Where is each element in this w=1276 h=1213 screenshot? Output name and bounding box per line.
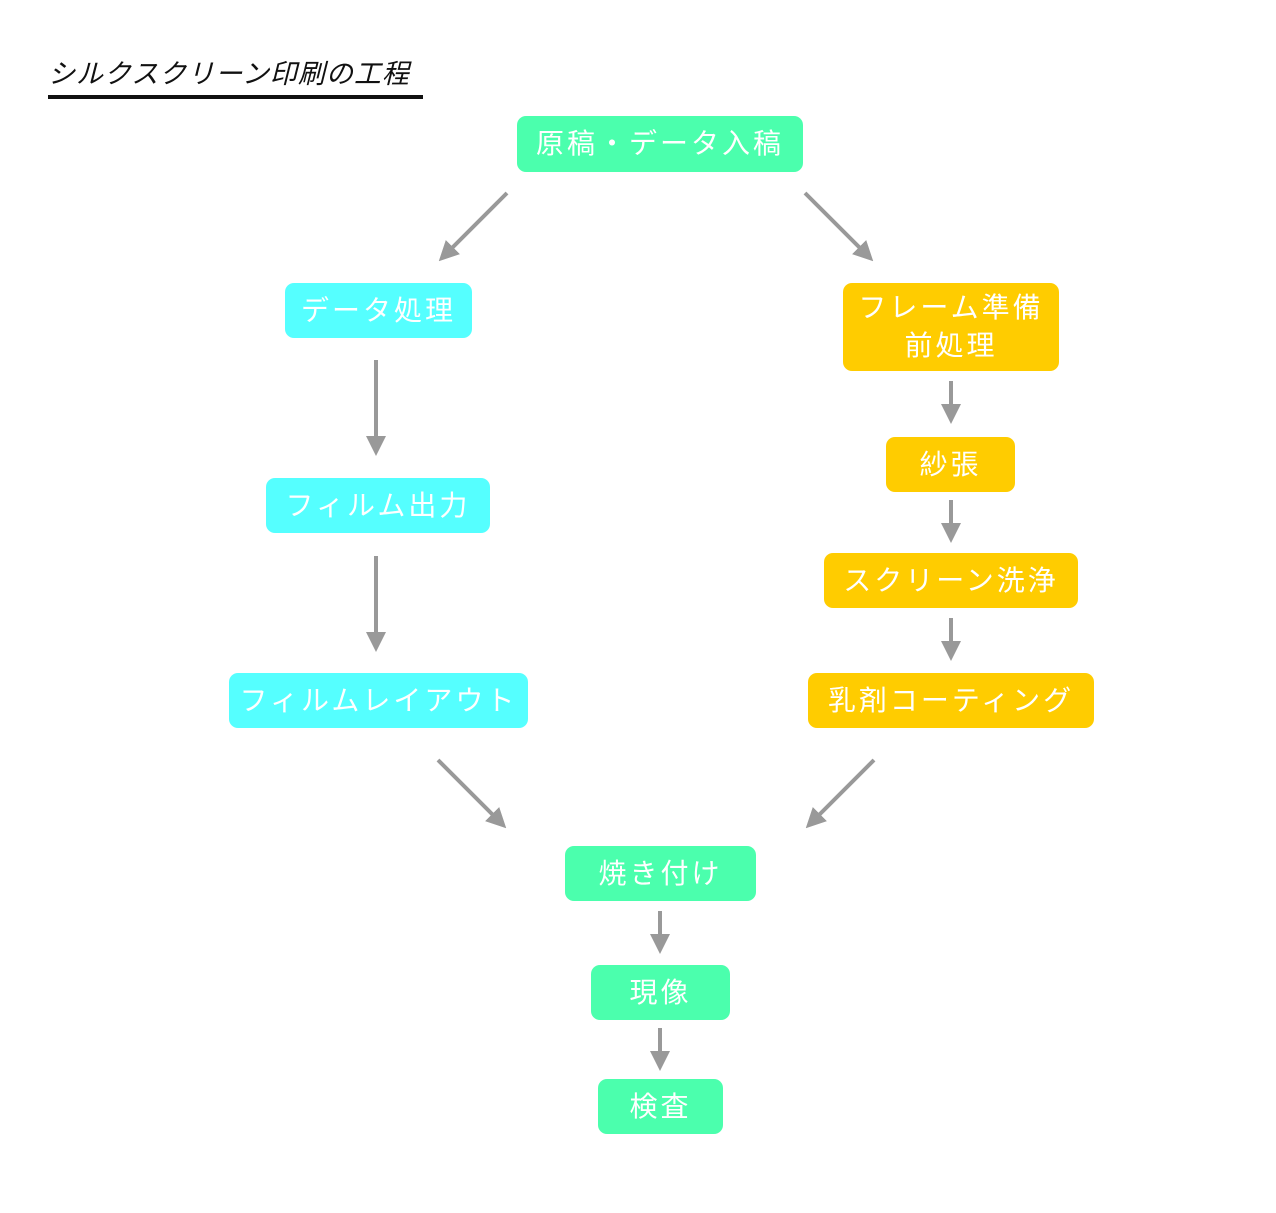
arrow-start-to-frame bbox=[803, 191, 874, 262]
arrow-start-to-data bbox=[438, 191, 509, 262]
node-frame-prep: フレーム準備 前処理 bbox=[843, 283, 1059, 371]
node-development: 現像 bbox=[591, 965, 730, 1020]
node-mesh-stretch: 紗張 bbox=[886, 437, 1015, 492]
diagram-title: シルクスクリーン印刷の工程 bbox=[48, 52, 423, 99]
node-exposure: 焼き付け bbox=[565, 846, 756, 901]
node-film-output: フィルム出力 bbox=[266, 478, 490, 533]
node-inspection: 検査 bbox=[598, 1079, 723, 1134]
arrow-emulsion-to-exposure bbox=[805, 758, 876, 829]
node-screen-wash: スクリーン洗浄 bbox=[824, 553, 1078, 608]
node-data-processing: データ処理 bbox=[285, 283, 472, 338]
node-emulsion-coating: 乳剤コーティング bbox=[808, 673, 1094, 728]
node-film-layout: フィルムレイアウト bbox=[229, 673, 528, 728]
arrow-layout-to-exposure bbox=[436, 758, 507, 829]
node-start: 原稿・データ入稿 bbox=[517, 116, 803, 172]
